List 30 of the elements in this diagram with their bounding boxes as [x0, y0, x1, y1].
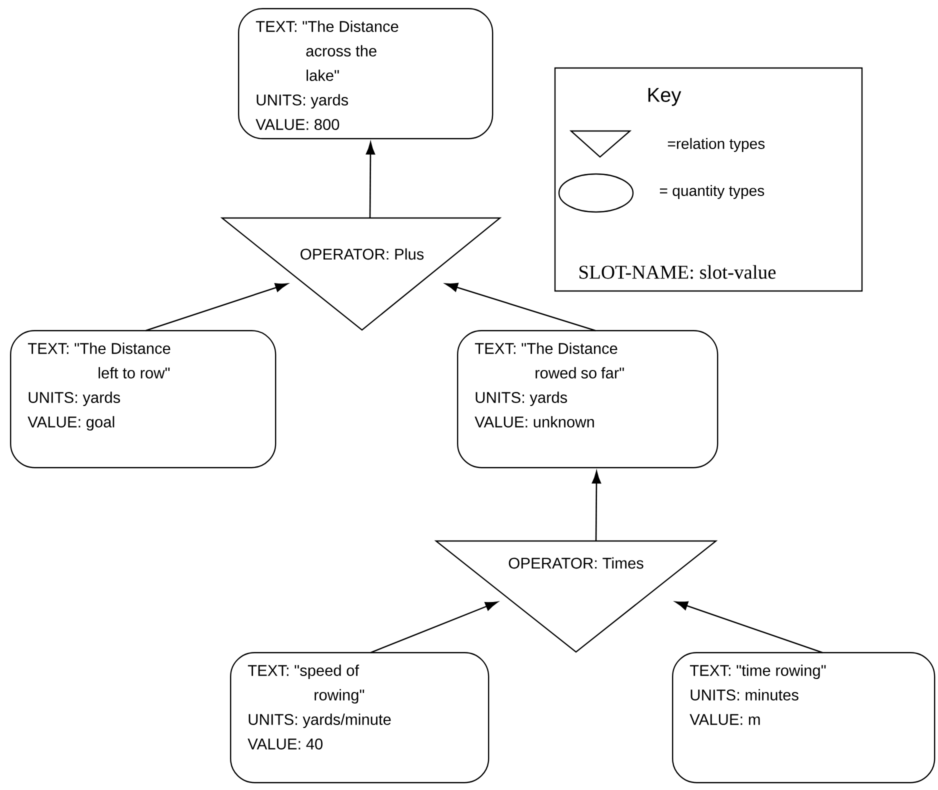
slot-text: VALUE: 40	[248, 738, 323, 750]
quantity-box	[238, 8, 494, 140]
slot-text: VALUE: m	[690, 714, 760, 725]
slot-text: TEXT: "time rowing"	[690, 664, 826, 680]
quantity-box	[230, 652, 490, 784]
key-note: SLOT-NAME: slot-value	[580, 265, 776, 279]
slot-text: TEXT: "The Distance across the lake"	[256, 20, 398, 81]
legend-text: =relation types	[668, 138, 765, 152]
arrow	[366, 142, 376, 218]
slot-text: VALUE: unknown	[474, 416, 594, 428]
slot-text: TEXT: "speed of rowing"	[248, 664, 364, 704]
slot-text: UNITS: minutes	[690, 689, 798, 700]
slot-text: UNITS: yards	[256, 94, 348, 109]
slot-text: VALUE: 800	[256, 119, 340, 130]
slot-text: VALUE: goal	[28, 416, 114, 431]
slot-text: UNITS: yards	[476, 392, 568, 406]
slot-text: TEXT: "The Distance left to row"	[28, 342, 170, 378]
quantity-box	[457, 330, 718, 468]
arrow	[370, 601, 498, 654]
arrow	[592, 470, 602, 541]
arrow	[445, 282, 596, 332]
key-title: Key	[648, 88, 682, 106]
quantity-box	[672, 652, 936, 784]
legend-text: = quantity types	[660, 185, 764, 199]
arrow	[675, 601, 823, 654]
slot-text: UNITS: yards	[28, 392, 120, 406]
arrow	[145, 283, 288, 332]
slot-text: TEXT: "The Distance rowed so far"	[474, 342, 624, 378]
quantity-box	[10, 330, 276, 468]
slot-text: UNITS: yards/minute	[248, 714, 391, 728]
